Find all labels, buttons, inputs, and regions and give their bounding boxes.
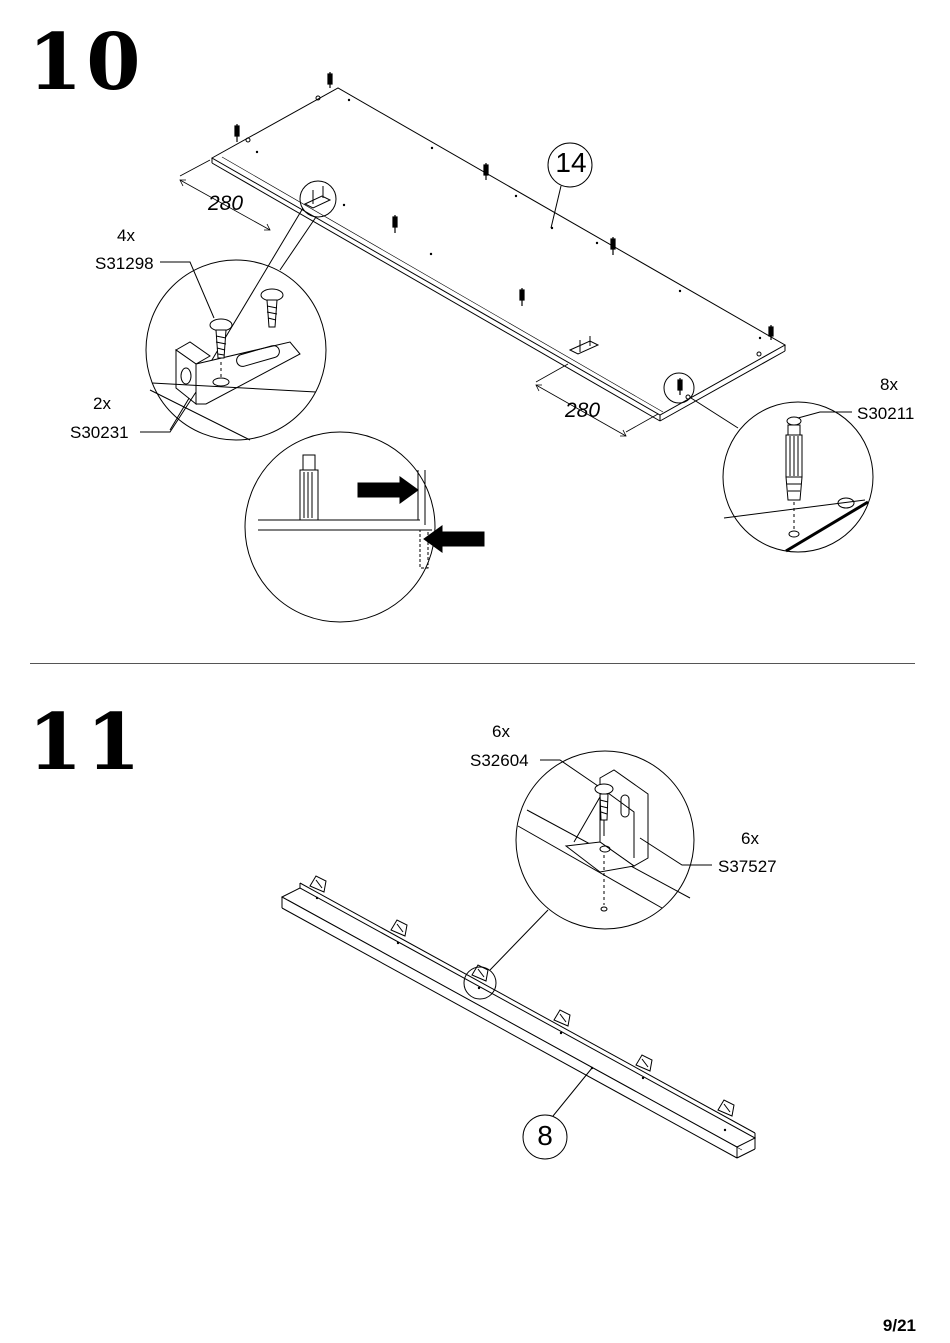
- page-number: 9/21: [882, 1316, 916, 1335]
- panel-dowels: [234, 72, 774, 395]
- panel-14: [210, 87, 787, 422]
- part-14-callout: 14: [555, 147, 587, 178]
- step-11-number: 11: [28, 697, 145, 788]
- detail-corner-bracket: [517, 769, 691, 912]
- bracket-qty-label: 2x: [93, 394, 111, 413]
- dimension-right: 280: [565, 399, 601, 422]
- step-10-number: 10: [28, 17, 145, 108]
- screw-code-label: S31298: [95, 254, 154, 273]
- screw-qty-label: 4x: [117, 226, 135, 245]
- panel-8-brackets: [309, 875, 735, 1117]
- step11-bracket-code-label: S37527: [718, 857, 777, 876]
- detail-alignment: [258, 454, 432, 569]
- panel-8: [280, 882, 757, 1159]
- step11-screw-qty-label: 6x: [492, 722, 510, 741]
- dowel-code-label: S30211: [857, 404, 915, 423]
- panel-brackets: [303, 186, 600, 355]
- step11-screw-code-label: S32604: [470, 751, 529, 770]
- step-divider: [30, 663, 915, 664]
- detail-screws: [209, 288, 284, 378]
- dowel-qty-label: 8x: [880, 375, 898, 394]
- dimension-left: 280: [208, 192, 244, 215]
- step11-bracket-qty-label: 6x: [741, 829, 759, 848]
- detail-dowel: [723, 416, 869, 553]
- dimension-lines: [179, 159, 659, 437]
- detail-bracket: [149, 341, 317, 441]
- part-8-callout: 8: [537, 1120, 553, 1151]
- bracket-code-label: S30231: [70, 423, 129, 442]
